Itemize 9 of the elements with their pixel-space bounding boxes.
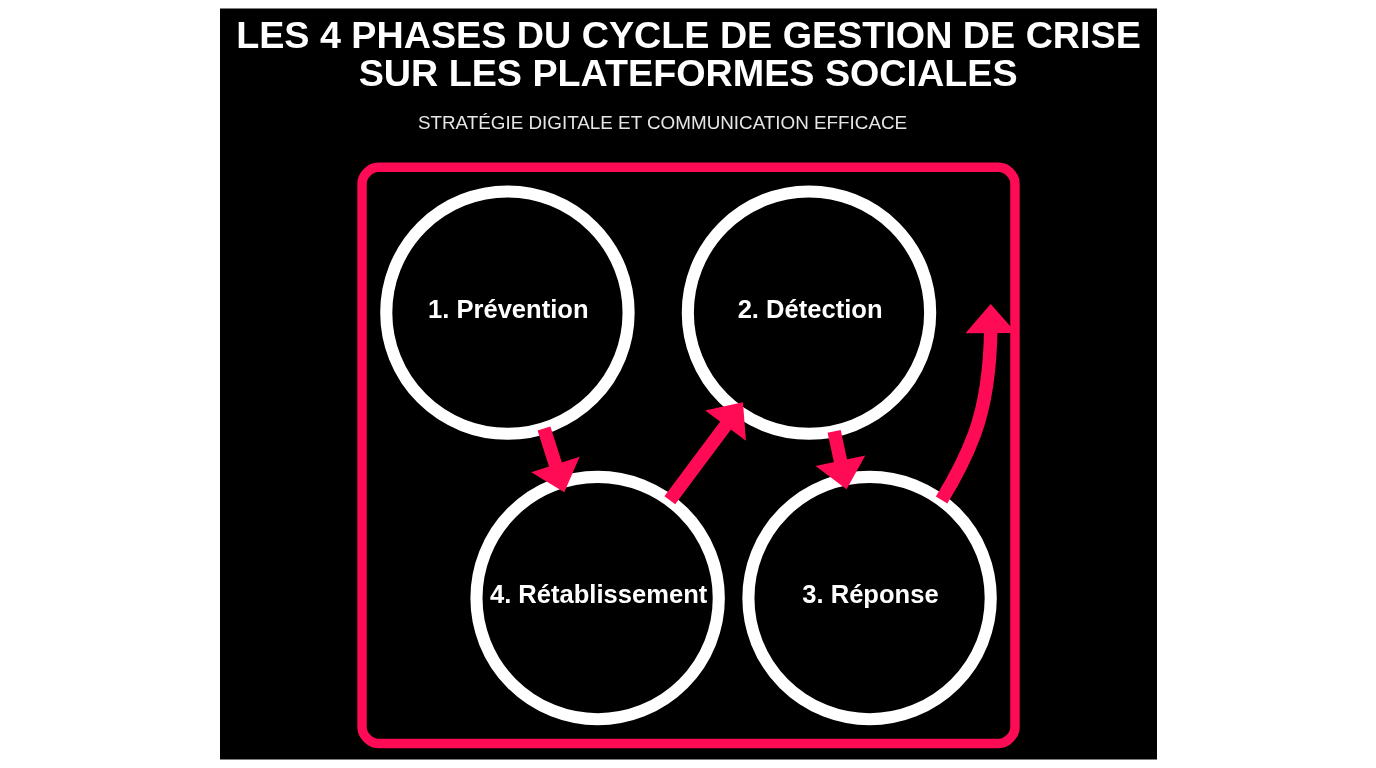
arrow bbox=[530, 426, 580, 493]
label: STRATÉGIE DIGITALE ET COMMUNICATION EFFICACE bbox=[417, 112, 907, 134]
diagram-title: LES 4 PHASES DU CYCLE DE GESTION DE CRISE SUR LES PLATEFORMES SOCIALES bbox=[235, 13, 1141, 94]
arrow bbox=[663, 402, 746, 505]
node-circle: 3. Réponse bbox=[741, 470, 997, 726]
arrow bbox=[815, 430, 865, 490]
node-circle: 1. Prévention bbox=[379, 185, 635, 440]
cluster bbox=[356, 162, 1020, 749]
node-circle: 4. Rétablissement bbox=[469, 470, 725, 726]
